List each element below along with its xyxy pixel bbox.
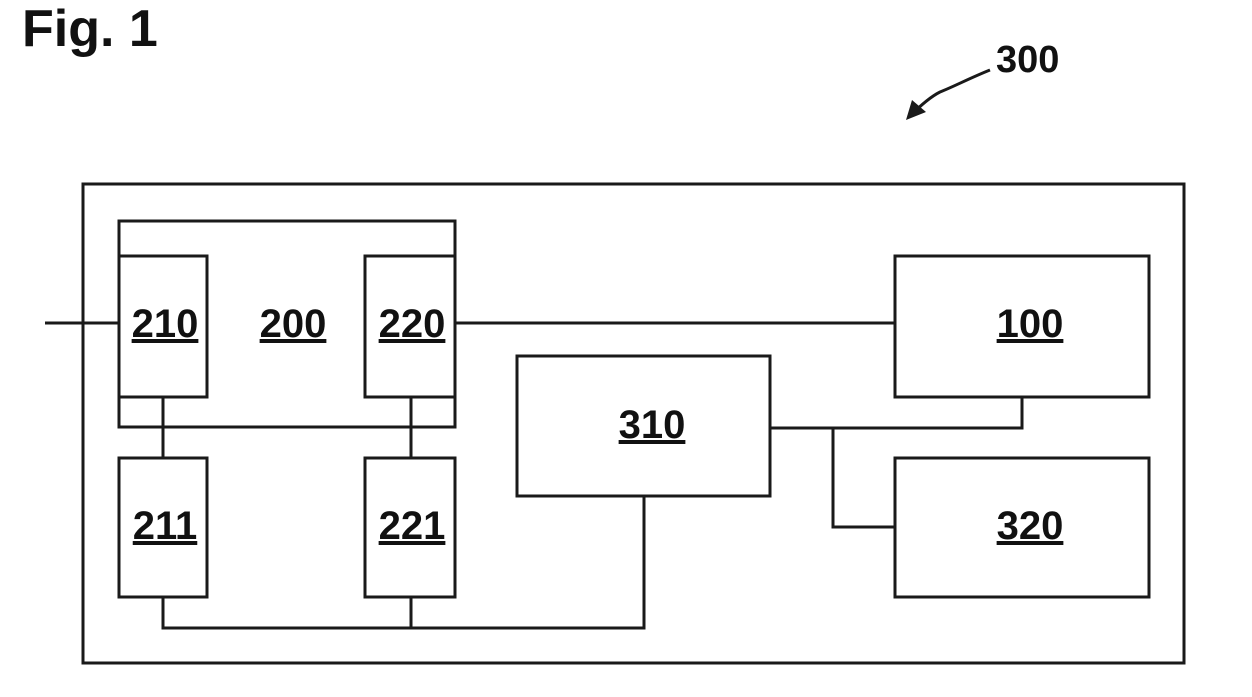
block-221-label: 221 <box>379 504 446 548</box>
block-320-label: 320 <box>997 504 1064 548</box>
block-220-label: 220 <box>379 302 446 346</box>
block-210-label: 210 <box>132 302 199 346</box>
figure-title: Fig. 1 <box>22 0 158 58</box>
system-reference-label: 300 <box>996 39 1059 81</box>
block-200-label: 200 <box>260 302 327 346</box>
line-310-to-100 <box>770 397 1022 428</box>
block-100-label: 100 <box>997 302 1064 346</box>
block-310-label: 310 <box>619 403 686 447</box>
block-211-label: 211 <box>133 504 198 548</box>
line-310-to-320 <box>833 428 895 527</box>
